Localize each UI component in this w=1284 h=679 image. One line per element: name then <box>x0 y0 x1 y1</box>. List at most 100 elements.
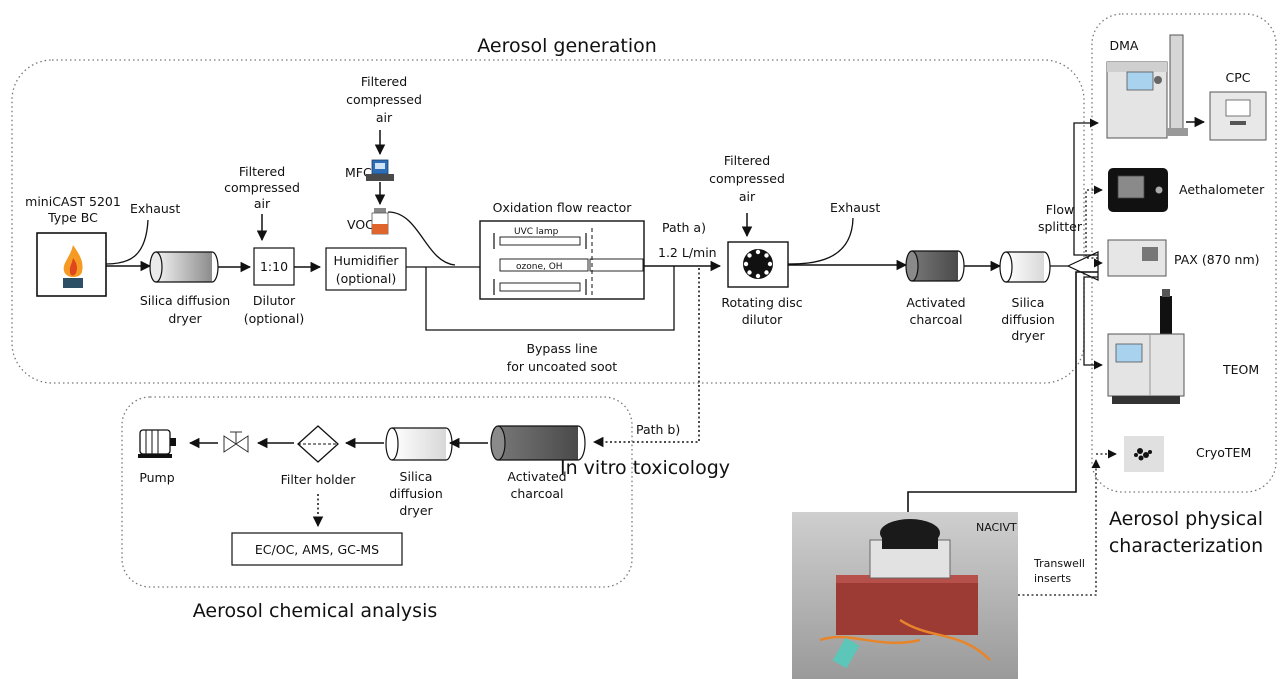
fca-2-label-3: air <box>376 110 393 125</box>
pax-device-icon <box>1107 239 1167 277</box>
line-to-teom <box>1083 276 1103 370</box>
silica-dryer-2 <box>999 251 1051 283</box>
filter-holder-label: Filter holder <box>281 472 357 487</box>
activated-charcoal-2 <box>490 425 586 461</box>
teom-label: TEOM <box>1222 362 1259 377</box>
silica-dryer-1-label-2: dryer <box>168 311 202 326</box>
nacivt-photo <box>792 512 1018 679</box>
line-to-dma <box>1073 118 1099 256</box>
bypass-label-2: for uncoated soot <box>507 359 617 374</box>
uvc-lamp-bottom-icon <box>493 279 587 295</box>
pump-label: Pump <box>139 470 174 485</box>
line-to-nacivt <box>907 271 1098 512</box>
line-to-transwell <box>1018 459 1101 596</box>
fca-2-label-1: Filtered <box>361 74 407 89</box>
dma-device-icon <box>1106 34 1188 139</box>
silica-dryer-2-label-1: Silica <box>1012 295 1045 310</box>
fca-3-label-3: air <box>739 189 756 204</box>
rdd-label-2: dilutor <box>742 312 783 327</box>
cpc-label: CPC <box>1226 70 1251 85</box>
aethalometer-device-icon <box>1108 168 1168 212</box>
uvc-lamp-label: UVC lamp <box>514 227 559 237</box>
exhaust-label-2: Exhaust <box>830 200 880 215</box>
mfc-device-icon <box>366 159 394 181</box>
valve-icon <box>223 431 249 453</box>
humidifier-label-1: Humidifier <box>333 253 399 268</box>
line-to-aethalometer <box>1085 185 1103 259</box>
cryotem-image-icon <box>1124 436 1164 472</box>
ozone-label: ozone, OH <box>516 262 563 272</box>
silica-dryer-3-label-1: Silica <box>400 469 433 484</box>
fca-1-label-1: Filtered <box>239 164 285 179</box>
activated-charcoal-1 <box>905 250 965 282</box>
dilutor-ratio: 1:10 <box>260 259 288 274</box>
flow-splitter-label-2: splitter <box>1038 219 1083 234</box>
bypass-line <box>425 266 675 331</box>
exhaust-line-1 <box>105 219 149 265</box>
path-b-label: Path b) <box>636 422 680 437</box>
fca-1-label-2: compressed <box>224 180 300 195</box>
analysis-label: EC/OC, AMS, GC-MS <box>255 542 379 557</box>
pump-icon <box>138 429 176 458</box>
rdd-label-1: Rotating disc <box>721 295 802 310</box>
silica-dryer-2-label-2: diffusion <box>1001 312 1055 327</box>
section-title-chemical: Aerosol chemical analysis <box>193 600 438 622</box>
dilutor-label-1: Dilutor <box>253 293 296 308</box>
section-title-physical-2: characterization <box>1109 535 1263 557</box>
silica-dryer-3-label-2: diffusion <box>389 486 443 501</box>
bypass-label-1: Bypass line <box>526 341 597 356</box>
voc-label: VOC <box>347 217 374 232</box>
path-b-line <box>592 268 700 448</box>
path-a-label: Path a) <box>662 220 706 235</box>
flame-icon <box>63 245 83 288</box>
minicast-label-2: Type BC <box>47 210 98 225</box>
fca-1-label-3: air <box>254 196 271 211</box>
silica-dryer-3-label-3: dryer <box>399 503 433 518</box>
section-title-physical-1: Aerosol physical <box>1109 508 1263 530</box>
flow-splitter-label-1: Flow <box>1046 202 1075 217</box>
teom-device-icon <box>1107 289 1185 404</box>
dma-label: DMA <box>1110 38 1139 53</box>
dilutor-label-2: (optional) <box>244 311 304 326</box>
charcoal-2-label-1: Activated <box>507 469 566 484</box>
flow-splitter-icon <box>1066 251 1099 281</box>
exhaust-label-1: Exhaust <box>130 201 180 216</box>
fca-3-label-2: compressed <box>709 171 785 186</box>
silica-dryer-1-label-1: Silica diffusion <box>140 293 230 308</box>
voc-vial-icon <box>371 208 389 235</box>
section-title-invitro: In vitro toxicology <box>560 457 730 479</box>
humidifier-label-2: (optional) <box>336 271 396 286</box>
silica-dryer-1 <box>149 251 219 283</box>
exhaust-line-2 <box>787 217 854 265</box>
humidifier-box <box>325 247 407 291</box>
transwell-label-1: Transwell <box>1033 557 1085 570</box>
transwell-label-2: inserts <box>1034 572 1071 585</box>
aethalometer-label: Aethalometer <box>1179 182 1265 197</box>
dilutor-box <box>253 247 295 286</box>
flow-rate-label: 1.2 L/min <box>658 245 717 260</box>
ofr-outlet <box>589 258 644 272</box>
section-title-generation: Aerosol generation <box>477 35 657 57</box>
cpc-device-icon <box>1209 91 1267 141</box>
cryotem-label: CryoTEM <box>1196 445 1251 460</box>
fca-3-label-1: Filtered <box>724 153 770 168</box>
voc-line <box>387 211 456 266</box>
ozone-channel <box>499 258 589 272</box>
mfc-label: MFC <box>345 165 372 180</box>
nacivt-label: NACIVT <box>976 521 1017 534</box>
charcoal-1-label-2: charcoal <box>910 312 963 327</box>
uvc-lamp-top-icon <box>493 233 587 249</box>
rotating-disc-icon <box>743 249 773 279</box>
filter-holder-icon <box>297 425 339 463</box>
analysis-box <box>231 532 403 566</box>
minicast-label-1: miniCAST 5201 <box>25 194 121 209</box>
silica-dryer-2-label-3: dryer <box>1011 328 1045 343</box>
fca-2-label-2: compressed <box>346 92 422 107</box>
aerosol-physical-boundary <box>1091 13 1277 493</box>
silica-dryer-3 <box>385 427 453 461</box>
ofr-title: Oxidation flow reactor <box>493 200 633 215</box>
charcoal-2-label-2: charcoal <box>511 486 564 501</box>
charcoal-1-label-1: Activated <box>906 295 965 310</box>
aerosol-generation-boundary <box>11 59 1085 384</box>
